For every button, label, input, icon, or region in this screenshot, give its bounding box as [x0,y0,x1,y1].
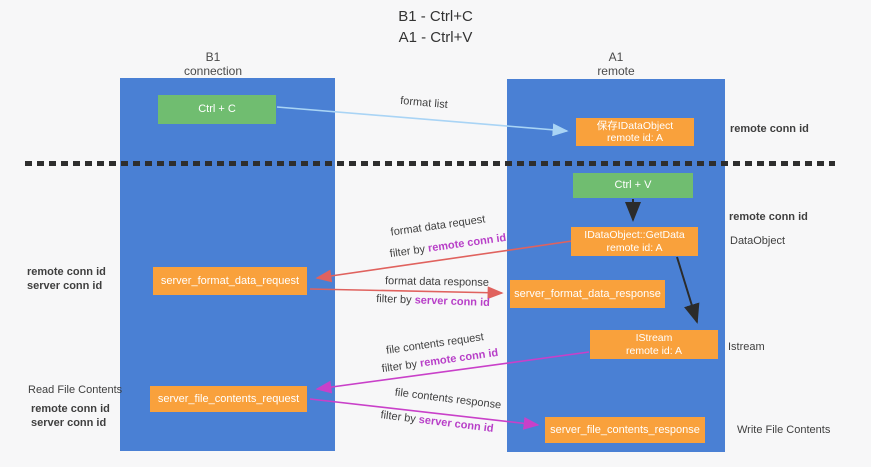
lane-a1-role: remote [597,64,635,78]
server-conn-id-text: server conn id [414,294,491,309]
server-file-contents-response-label: server_file_contents_response [550,423,700,436]
getdata-line1: IDataObject::GetData [584,229,685,241]
left-read-file-contents-label: Read File Contents [28,384,123,396]
title-line-1: B1 - Ctrl+C [398,8,473,25]
right-remote-conn-id-top: remote conn id [730,123,809,135]
idataobject-getdata-box: IDataObject::GetData remote id: A [571,227,698,256]
istream-line2: remote id: A [625,344,683,357]
diagram-title: B1 - Ctrl+C A1 - Ctrl+V [0,6,871,48]
lane-header-a1: A1 remote [546,50,686,78]
ctrl-v-label: Ctrl + V [614,179,652,191]
filter-by-text: filter by [379,409,420,426]
lane-a1-name: A1 [608,50,624,64]
save-idataobject-line1: 保存IDataObject [596,119,674,132]
label-format-data-response: format data response [384,275,490,289]
server-file-contents-request-label: server_file_contents_request [157,392,300,405]
label-filter-server-conn-id-2: filter by server conn id [380,409,494,435]
left-server-conn-id-2: server conn id [31,417,107,429]
label-filter-server-conn-id-1: filter by server conn id [376,293,490,309]
remote-conn-id-text: remote conn id [427,231,507,255]
left-remote-conn-id-1: remote conn id [27,266,106,278]
server-format-data-response-label: server_format_data_response [514,287,661,300]
filter-by-text: filter by [381,357,421,376]
server-conn-id-text: server conn id [418,413,495,435]
filter-by-text: filter by [375,293,415,307]
right-istream-label: Istream [728,341,765,353]
ctrl-c-box: Ctrl + C [158,95,276,124]
arrow-format-data-response [309,286,504,300]
label-format-data-request: format data request [389,213,487,239]
istream-box: IStream remote id: A [590,330,718,359]
istream-line1: IStream [635,332,673,344]
right-remote-conn-id-mid: remote conn id [729,211,808,223]
label-file-contents-response: file contents response [394,386,502,412]
server-format-data-request-label: server_format_data_request [160,274,300,287]
ctrl-c-label: Ctrl + C [198,103,236,115]
server-format-data-response-box: server_format_data_response [510,280,665,308]
title-line-2: A1 - Ctrl+V [398,29,473,46]
server-file-contents-request-box: server_file_contents_request [150,386,307,412]
save-idataobject-box: 保存IDataObject remote id: A [576,118,694,146]
left-server-conn-id-1: server conn id [27,280,103,292]
save-idataobject-line2: remote id: A [606,132,664,144]
lane-header-b1: B1 connection [143,50,283,78]
right-dataobject-label: DataObject [730,235,786,247]
right-write-file-contents-label: Write File Contents [737,424,831,436]
lane-b1-role: connection [183,64,243,78]
filter-by-text: filter by [389,242,429,261]
server-file-contents-response-box: server_file_contents_response [545,417,705,443]
left-remote-conn-id-2: remote conn id [31,403,110,415]
label-format-list: format list [399,94,449,112]
ctrl-v-box: Ctrl + V [573,173,693,198]
dashed-separator [25,161,835,166]
lane-b1-name: B1 [205,50,221,64]
getdata-line2: remote id: A [606,241,663,254]
server-format-data-request-box: server_format_data_request [153,267,307,295]
